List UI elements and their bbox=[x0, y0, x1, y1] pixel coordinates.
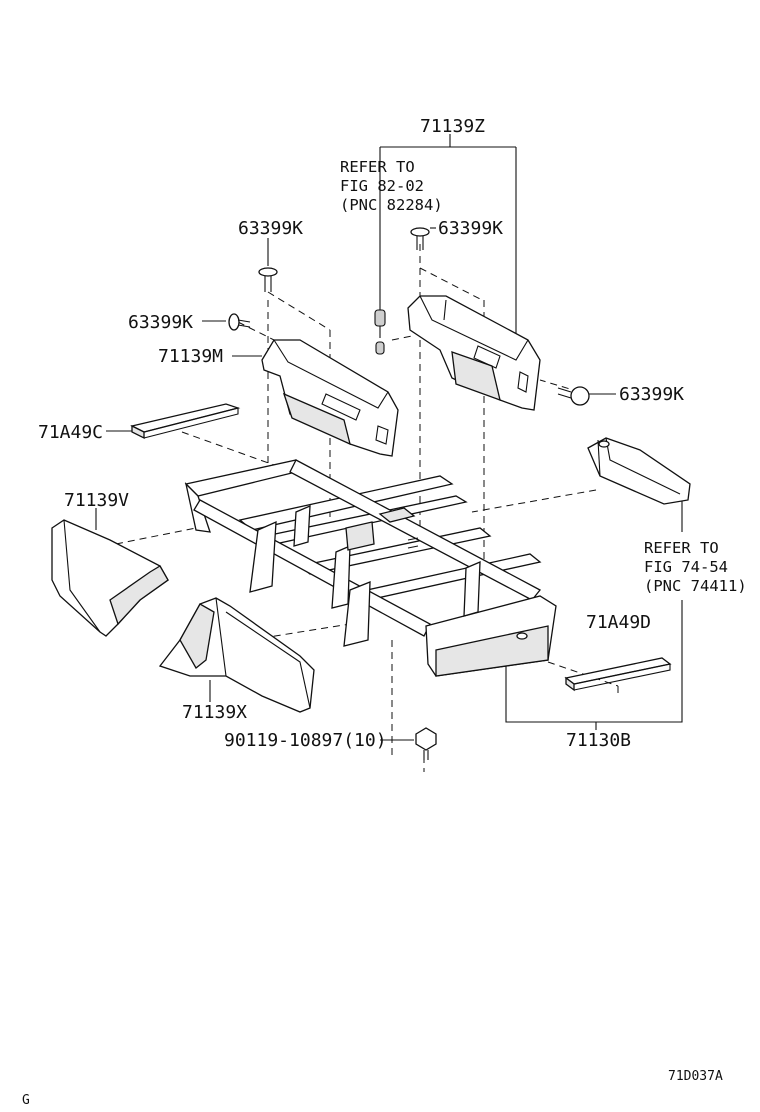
label-71A49C: 71A49C bbox=[38, 422, 103, 443]
harness-cable-71139Z bbox=[374, 305, 386, 355]
left-side-cover-71139V bbox=[51, 519, 169, 637]
label-pnc-82284: (PNC 82284) bbox=[340, 196, 443, 214]
label-71139X: 71139X bbox=[182, 702, 247, 723]
labels: 71139Z REFER TO FIG 82-02 (PNC 82284) 63… bbox=[22, 116, 747, 1108]
label-63399K-left: 63399K bbox=[128, 312, 193, 333]
label-63399K-upper-left: 63399K bbox=[238, 218, 303, 239]
strip-71A49D bbox=[564, 657, 672, 692]
bolt-90119-10897 bbox=[415, 727, 437, 760]
corner-mark: G bbox=[22, 1093, 30, 1108]
leader-lines bbox=[95, 134, 683, 741]
clip-63399K-upper-left bbox=[258, 267, 278, 292]
figure-code: 71D037A bbox=[668, 1069, 723, 1084]
label-63399K-upper-middle: 63399K bbox=[438, 218, 503, 239]
label-71A49D: 71A49D bbox=[586, 612, 651, 633]
label-refer-to-1: REFER TO bbox=[340, 158, 415, 176]
label-fig-74-54: FIG 74-54 bbox=[644, 558, 728, 576]
strip-71A49C bbox=[130, 403, 241, 440]
label-90119-10897: 90119-10897(10) bbox=[224, 730, 387, 751]
label-71139Z: 71139Z bbox=[420, 116, 485, 137]
label-63399K-right: 63399K bbox=[619, 384, 684, 405]
upper-right-cover-71139Z bbox=[407, 295, 541, 411]
label-71130B: 71130B bbox=[566, 730, 631, 751]
label-71139V: 71139V bbox=[64, 490, 129, 511]
label-refer-to-2: REFER TO bbox=[644, 539, 719, 557]
side-bracket-ref-74-54 bbox=[587, 437, 691, 505]
lower-left-cover-71139X bbox=[158, 597, 315, 713]
label-71139M: 71139M bbox=[158, 346, 223, 367]
clip-63399K-left bbox=[228, 313, 251, 331]
label-fig-82-02: FIG 82-02 bbox=[340, 177, 424, 195]
clip-63399K-upper-middle bbox=[410, 227, 430, 250]
main-frame-71130B bbox=[184, 459, 557, 677]
clip-63399K-right bbox=[557, 386, 590, 406]
upper-left-cover-71139M bbox=[261, 339, 399, 457]
label-pnc-74411: (PNC 74411) bbox=[644, 577, 747, 595]
